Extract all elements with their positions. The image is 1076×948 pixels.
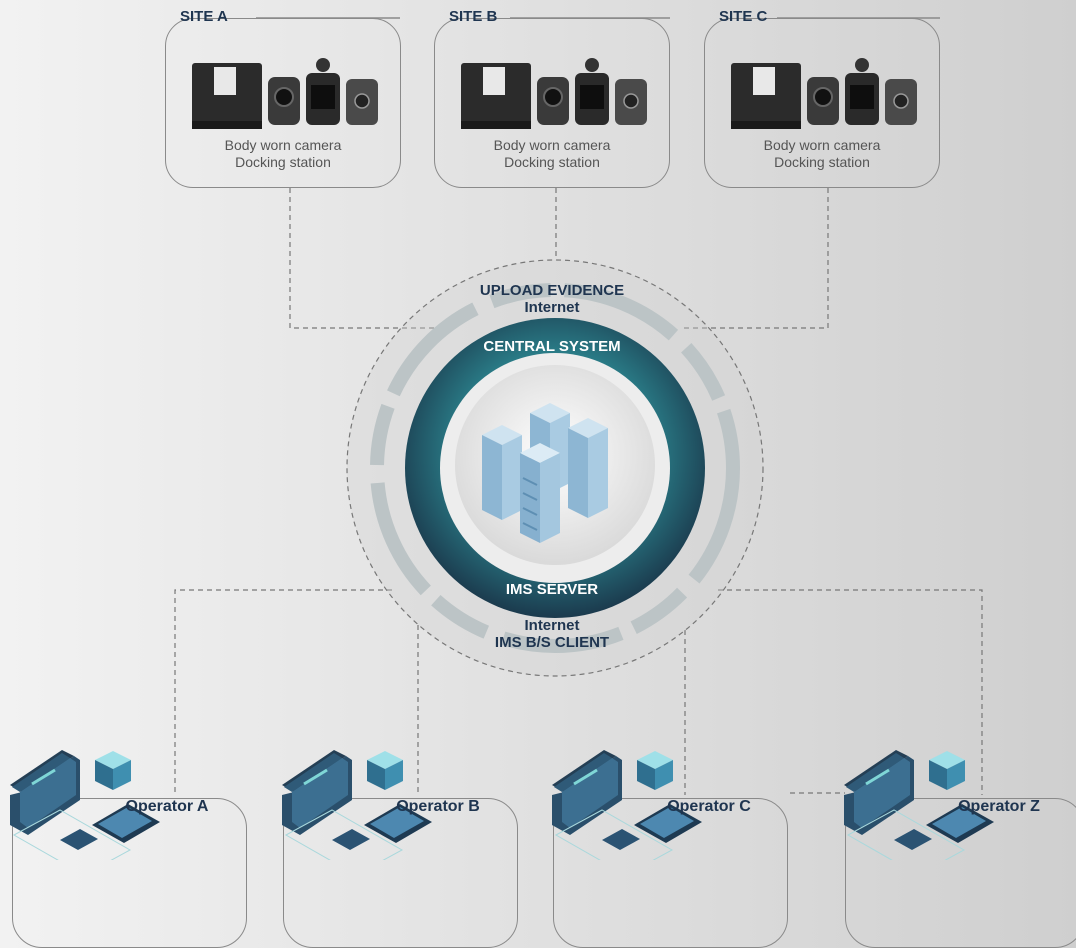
ims-client-label: IMS B/S CLIENT bbox=[494, 634, 610, 651]
body-camera-icon bbox=[615, 79, 647, 125]
tablet-icon bbox=[92, 804, 160, 843]
site-caption-line2: Docking station bbox=[235, 154, 331, 170]
device-group bbox=[461, 58, 647, 129]
body-camera-icon bbox=[845, 58, 879, 125]
body-camera-icon bbox=[537, 77, 569, 125]
operator-label-b: Operator B bbox=[396, 798, 480, 815]
site-caption-line2: Docking station bbox=[504, 154, 600, 170]
central-system-label: CENTRAL SYSTEM bbox=[483, 338, 621, 355]
site-title: SITE A bbox=[180, 8, 228, 25]
body-camera-icon bbox=[885, 79, 917, 125]
upload-internet-label: Internet bbox=[524, 299, 580, 316]
device-group bbox=[192, 58, 378, 129]
body-camera-icon bbox=[575, 58, 609, 125]
body-camera-icon bbox=[268, 77, 300, 125]
client-internet-label: Internet bbox=[524, 617, 580, 634]
docking-station-icon bbox=[461, 63, 531, 129]
mini-server-icon bbox=[95, 751, 131, 790]
body-camera-icon bbox=[807, 77, 839, 125]
site-caption-line1: Body worn camera bbox=[493, 137, 611, 153]
operator-label-z: Operator Z bbox=[958, 798, 1040, 815]
site-caption-line1: Body worn camera bbox=[224, 137, 342, 153]
site-box-c: SITE C Body worn camera Docking station bbox=[704, 8, 940, 188]
operator-label-c: Operator C bbox=[667, 798, 751, 815]
site-title-rules bbox=[256, 17, 940, 19]
docking-station-icon bbox=[192, 63, 262, 129]
body-camera-icon bbox=[346, 79, 378, 125]
upload-evidence-label: UPLOAD EVIDENCE bbox=[479, 282, 625, 299]
phone-icon bbox=[60, 829, 98, 850]
site-caption-line2: Docking station bbox=[774, 154, 870, 170]
body-camera-icon bbox=[306, 58, 340, 125]
site-title: SITE B bbox=[449, 8, 498, 25]
laptop-icon bbox=[10, 750, 80, 835]
server-rack-icon bbox=[482, 403, 608, 543]
central-hub bbox=[346, 259, 764, 677]
site-title: SITE C bbox=[719, 8, 768, 25]
docking-station-icon bbox=[731, 63, 801, 129]
device-group bbox=[731, 58, 917, 129]
operator-label-a: Operator A bbox=[125, 798, 209, 815]
workstation-graphics bbox=[10, 748, 996, 860]
ims-server-label: IMS SERVER bbox=[505, 581, 599, 598]
site-box-a: SITE A Body worn camera Docking station bbox=[165, 8, 401, 188]
site-box-b: SITE B Body worn camera Docking station bbox=[434, 8, 670, 188]
site-caption-line1: Body worn camera bbox=[763, 137, 881, 153]
